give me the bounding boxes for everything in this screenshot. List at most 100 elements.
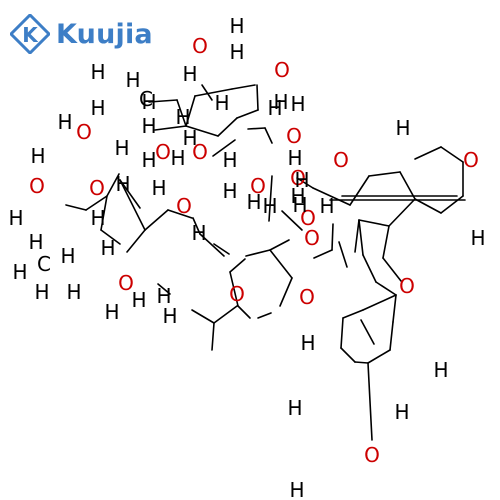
bond-line bbox=[144, 209, 169, 231]
bond-line bbox=[229, 271, 239, 307]
bond-line bbox=[213, 243, 230, 255]
oxygen-atom: O bbox=[155, 140, 171, 164]
hydrogen-atom: H bbox=[141, 90, 156, 114]
hydrogen-atom: H bbox=[175, 105, 190, 129]
bond-line bbox=[399, 171, 416, 200]
hydrogen-atom: H bbox=[289, 478, 304, 500]
bond-line bbox=[167, 209, 193, 219]
hydrogen-atom: H bbox=[214, 91, 229, 115]
bond-line bbox=[192, 217, 201, 235]
oxygen-atom: O bbox=[29, 174, 45, 198]
hydrogen-atom: H bbox=[66, 280, 81, 304]
hydrogen-atom: H bbox=[34, 280, 49, 304]
bonds bbox=[65, 84, 466, 441]
carbon-atom: C bbox=[139, 87, 153, 111]
bond-line bbox=[237, 305, 251, 319]
oxygen-atom: O bbox=[176, 194, 192, 218]
bond-line bbox=[126, 229, 146, 253]
bond-line bbox=[185, 95, 196, 127]
hydrogen-atom: H bbox=[229, 14, 244, 38]
bond-line bbox=[375, 281, 397, 296]
bond-line bbox=[211, 322, 215, 351]
bond-line bbox=[100, 229, 121, 245]
bond-line bbox=[389, 321, 394, 351]
bond-line bbox=[358, 219, 364, 256]
bond-line bbox=[382, 257, 402, 282]
bond-line bbox=[157, 283, 171, 295]
hydrogen-atom: H bbox=[60, 244, 75, 268]
hydrogen-atom: H bbox=[90, 60, 105, 84]
hydrogen-atom: H bbox=[273, 90, 288, 114]
bond-line bbox=[264, 127, 273, 144]
hydrogen-atom: H bbox=[12, 260, 27, 284]
oxygen-atom: O bbox=[250, 174, 266, 198]
oxygen-atom: O bbox=[463, 148, 479, 172]
bond-line bbox=[257, 312, 272, 319]
hydrogen-atom: H bbox=[395, 116, 410, 140]
bond-line bbox=[279, 277, 293, 307]
oxygen-atom: O bbox=[118, 271, 134, 295]
bond-line bbox=[338, 241, 348, 268]
bond-line bbox=[367, 349, 391, 364]
hydrogen-atom: H bbox=[141, 148, 156, 172]
hydrogen-atom: H bbox=[246, 190, 261, 214]
hydrogen-atom: H bbox=[262, 194, 277, 218]
hydrogen-atom: H bbox=[229, 40, 244, 64]
bond-line bbox=[281, 210, 303, 231]
bond-line bbox=[217, 117, 238, 137]
oxygen-atom: O bbox=[286, 124, 302, 148]
carbon-atom: C bbox=[37, 252, 51, 276]
bond-line bbox=[65, 204, 87, 211]
bond-line bbox=[367, 362, 373, 441]
hydrogen-atom: H bbox=[90, 96, 105, 120]
bond-line bbox=[368, 171, 401, 177]
hydrogen-atom: H bbox=[162, 304, 177, 328]
logo-letter: K bbox=[22, 23, 39, 47]
bond-line bbox=[358, 219, 390, 227]
hydrogen-atom: H bbox=[290, 92, 305, 116]
bond-line bbox=[360, 319, 375, 345]
hydrogen-atom: H bbox=[290, 184, 305, 208]
bond-line bbox=[231, 84, 256, 90]
bond-line bbox=[201, 84, 213, 101]
bond-line bbox=[85, 195, 108, 211]
oxygen-atom: O bbox=[76, 120, 92, 144]
hydrogen-atom: H bbox=[222, 179, 237, 203]
bond-line bbox=[268, 175, 273, 222]
brand-name: Kuujia bbox=[56, 18, 153, 50]
hydrogen-atom: H bbox=[294, 168, 309, 192]
bond-line bbox=[362, 254, 377, 283]
hydrogen-atom: H bbox=[104, 300, 119, 324]
oxygen-atom: O bbox=[333, 148, 349, 172]
hydrogen-atom: H bbox=[8, 206, 23, 230]
hydrogen-atom: H bbox=[57, 110, 72, 134]
oxygen-atom: O bbox=[274, 58, 290, 82]
hydrogen-atom: H bbox=[90, 206, 105, 230]
bond-line bbox=[313, 249, 333, 259]
bond-line bbox=[229, 258, 246, 273]
hydrogen-atom: H bbox=[287, 396, 302, 420]
hydrogen-atom: H bbox=[394, 400, 409, 424]
bond-line bbox=[247, 127, 266, 130]
bond-line bbox=[312, 187, 351, 206]
bond-line bbox=[392, 294, 397, 323]
bond-line bbox=[349, 175, 370, 206]
bond-line bbox=[119, 179, 146, 231]
bond-line bbox=[199, 233, 225, 257]
hydrogen-atom: H bbox=[292, 193, 307, 217]
oxygen-atom: O bbox=[290, 166, 306, 190]
oxygen-atom: O bbox=[89, 176, 105, 200]
oxygen-atom: O bbox=[399, 274, 415, 298]
bond-line bbox=[340, 347, 356, 363]
bond-line bbox=[342, 309, 364, 319]
oxygen-atom: O bbox=[192, 140, 208, 164]
bond-line bbox=[185, 125, 219, 137]
bond-line bbox=[191, 309, 215, 324]
hydrogen-atom: H bbox=[287, 146, 302, 170]
hydrogen-atom: H bbox=[267, 96, 282, 120]
hydrogen-atom: H bbox=[300, 331, 315, 355]
hydrogen-atom: H bbox=[151, 176, 166, 200]
kuujia-logo-icon: K bbox=[10, 14, 50, 54]
